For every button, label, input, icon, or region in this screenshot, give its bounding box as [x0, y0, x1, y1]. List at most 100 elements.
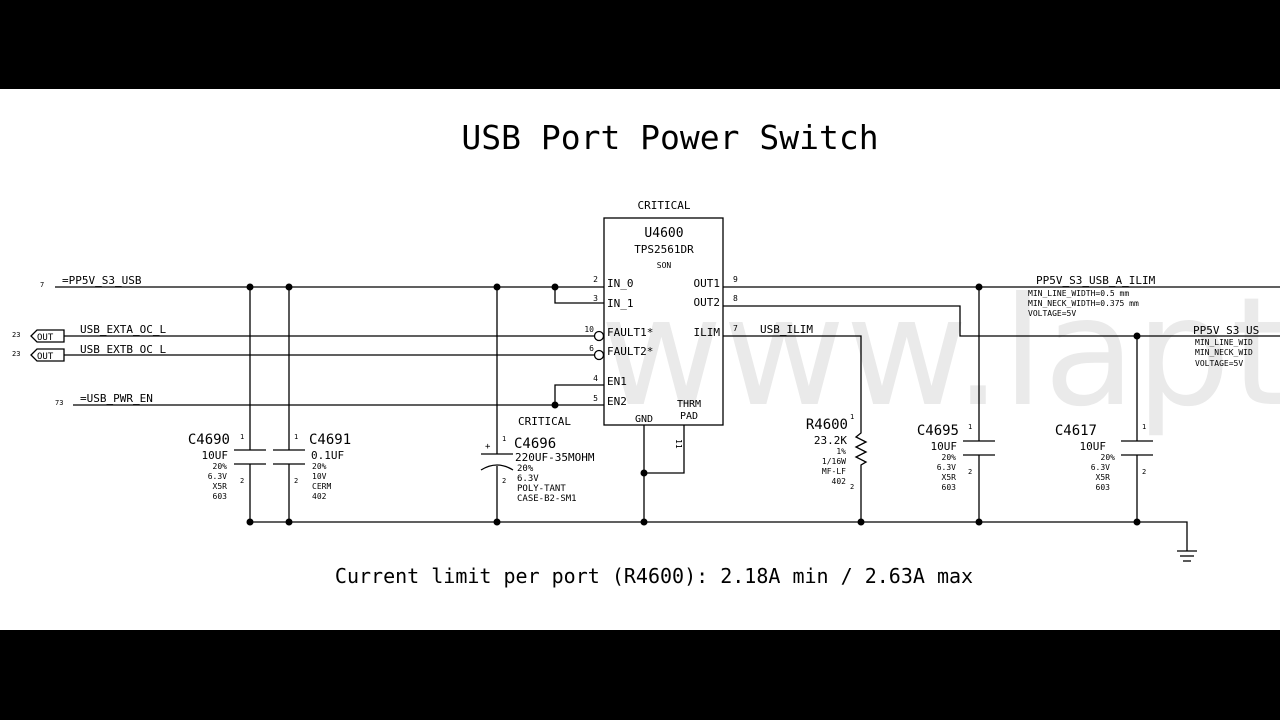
wire-in1 — [554, 287, 604, 304]
capacitor-c4696: + 1 2 CRITICAL C4696 220UF-35MOHM 20% 6.… — [480, 415, 595, 504]
pin-inversion-icon — [593, 349, 605, 361]
svg-text:20%: 20% — [517, 464, 534, 474]
svg-text:MF-LF: MF-LF — [822, 467, 846, 476]
svg-text:CERM: CERM — [312, 482, 331, 491]
r4600-ref: R4600 — [806, 417, 848, 433]
svg-text:73: 73 — [55, 399, 63, 407]
svg-text:20%: 20% — [1101, 453, 1116, 462]
svg-text:MIN_NECK_WIDTH=0.375 mm: MIN_NECK_WIDTH=0.375 mm — [1028, 299, 1139, 308]
svg-text:1: 1 — [850, 413, 854, 421]
svg-text:1: 1 — [968, 423, 972, 431]
c4691-ref: C4691 — [309, 432, 351, 448]
svg-text:220UF-35MOHM: 220UF-35MOHM — [515, 451, 595, 464]
svg-text:0.1UF: 0.1UF — [311, 449, 344, 462]
svg-text:23.2K: 23.2K — [814, 434, 847, 447]
svg-text:X5R: X5R — [942, 473, 957, 482]
svg-text:FAULT2*: FAULT2* — [607, 345, 653, 358]
svg-text:2: 2 — [294, 477, 298, 485]
current-limit-note: Current limit per port (R4600): 2.18A mi… — [335, 564, 973, 588]
resistor-icon — [854, 413, 868, 469]
svg-text:USB_EXTB_OC_L: USB_EXTB_OC_L — [80, 343, 166, 356]
svg-text:MIN_LINE_WIDTH=0.5 mm: MIN_LINE_WIDTH=0.5 mm — [1028, 289, 1129, 298]
svg-text:23: 23 — [12, 350, 20, 358]
svg-text:10UF: 10UF — [931, 440, 958, 453]
capacitor-c4690: 1 2 C4690 10UF 20% 6.3V X5R 603 — [188, 432, 266, 501]
svg-text:603: 603 — [1096, 483, 1111, 492]
svg-text:PP5V_S3_US: PP5V_S3_US — [1193, 324, 1259, 337]
svg-text:2: 2 — [502, 477, 506, 485]
svg-text:OUT: OUT — [37, 333, 54, 343]
svg-text:20%: 20% — [213, 462, 228, 471]
wire-ground-rail — [250, 521, 1188, 551]
ic-ref: U4600 — [644, 226, 683, 241]
svg-text:POLY-TANT: POLY-TANT — [517, 484, 566, 494]
svg-text:X5R: X5R — [1096, 473, 1111, 482]
schematic-sheet: www.laptop USB Port Power Switch — [0, 89, 1280, 630]
svg-text:5: 5 — [593, 394, 598, 403]
svg-text:=PP5V_S3_USB: =PP5V_S3_USB — [62, 274, 142, 287]
svg-text:EN2: EN2 — [607, 395, 627, 408]
svg-text:THRM: THRM — [677, 399, 701, 410]
svg-text:10UF: 10UF — [1080, 440, 1107, 453]
svg-text:GND: GND — [635, 414, 653, 425]
wire-en1 — [554, 384, 604, 405]
svg-text:7: 7 — [733, 324, 738, 333]
svg-text:FAULT1*: FAULT1* — [607, 326, 653, 339]
svg-text:7: 7 — [40, 281, 44, 289]
svg-text:9: 9 — [733, 275, 738, 284]
svg-text:=USB_PWR_EN: =USB_PWR_EN — [80, 392, 153, 405]
svg-text:10V: 10V — [312, 472, 327, 481]
svg-text:2: 2 — [240, 477, 244, 485]
svg-text:OUT1: OUT1 — [694, 277, 721, 290]
svg-text:603: 603 — [213, 492, 228, 501]
svg-text:OUT: OUT — [37, 352, 54, 362]
svg-text:2: 2 — [968, 468, 972, 476]
svg-text:CASE-B2-SM1: CASE-B2-SM1 — [517, 494, 577, 504]
watermark: www.laptop — [600, 266, 1280, 440]
offpage-pp5v-in: 7 =PP5V_S3_USB — [40, 274, 142, 289]
svg-text:EN1: EN1 — [607, 375, 627, 388]
c4696-critical: CRITICAL — [518, 415, 571, 428]
svg-text:11: 11 — [674, 439, 683, 449]
svg-text:20%: 20% — [312, 462, 327, 471]
svg-text:6.3V: 6.3V — [208, 472, 227, 481]
svg-text:6.3V: 6.3V — [517, 474, 539, 484]
ic-u4600: CRITICAL U4600 TPS2561DR SON 2 IN_0 3 IN… — [584, 199, 738, 449]
c4690-ref: C4690 — [188, 432, 230, 448]
ic-part: TPS2561DR — [634, 243, 694, 256]
offpage-oc-a: 23 OUT USB_EXTA_OC_L — [12, 323, 166, 343]
wire-thrm-pad — [644, 425, 685, 474]
svg-text:3: 3 — [593, 294, 598, 303]
svg-text:USB_EXTA_OC_L: USB_EXTA_OC_L — [80, 323, 166, 336]
svg-text:IN_0: IN_0 — [607, 277, 634, 290]
svg-text:4: 4 — [593, 374, 598, 383]
offpage-pwr-en: 73 =USB_PWR_EN — [55, 392, 153, 407]
svg-text:MIN_NECK_WID: MIN_NECK_WID — [1195, 348, 1253, 357]
svg-text:1/16W: 1/16W — [822, 457, 846, 466]
svg-text:PAD: PAD — [680, 411, 698, 422]
resistor-r4600: 1 2 R4600 23.2K 1% 1/16W MF-LF 402 — [806, 413, 868, 491]
ic-package: SON — [657, 261, 672, 270]
svg-text:1: 1 — [294, 433, 298, 441]
svg-text:X5R: X5R — [213, 482, 228, 491]
svg-text:1: 1 — [502, 435, 506, 443]
svg-text:PP5V_S3_USB_A_ILIM: PP5V_S3_USB_A_ILIM — [1036, 274, 1156, 287]
c4617-ref: C4617 — [1055, 423, 1097, 439]
svg-text:ILIM: ILIM — [694, 326, 721, 339]
svg-text:MIN_LINE_WID: MIN_LINE_WID — [1195, 338, 1253, 347]
schematic-diagram: www.laptop USB Port Power Switch — [12, 118, 1280, 588]
net-out-b: PP5V_S3_US MIN_LINE_WID MIN_NECK_WID VOL… — [1193, 324, 1259, 368]
offpage-oc-b: 23 OUT USB_EXTB_OC_L — [12, 343, 166, 362]
svg-text:OUT2: OUT2 — [694, 296, 721, 309]
ic-critical-label: CRITICAL — [638, 199, 691, 212]
svg-text:VOLTAGE=5V: VOLTAGE=5V — [1195, 359, 1243, 368]
c4696-ref: C4696 — [514, 436, 556, 452]
wire-out2 — [723, 305, 1280, 337]
svg-text:20%: 20% — [942, 453, 957, 462]
junction-dots — [246, 283, 1141, 526]
svg-text:2: 2 — [593, 275, 598, 284]
schematic-title: USB Port Power Switch — [461, 118, 878, 157]
svg-text:8: 8 — [733, 294, 738, 303]
capacitor-c4617: 1 2 C4617 10UF 20% 6.3V X5R 603 — [1055, 423, 1153, 492]
svg-text:6: 6 — [589, 344, 594, 353]
